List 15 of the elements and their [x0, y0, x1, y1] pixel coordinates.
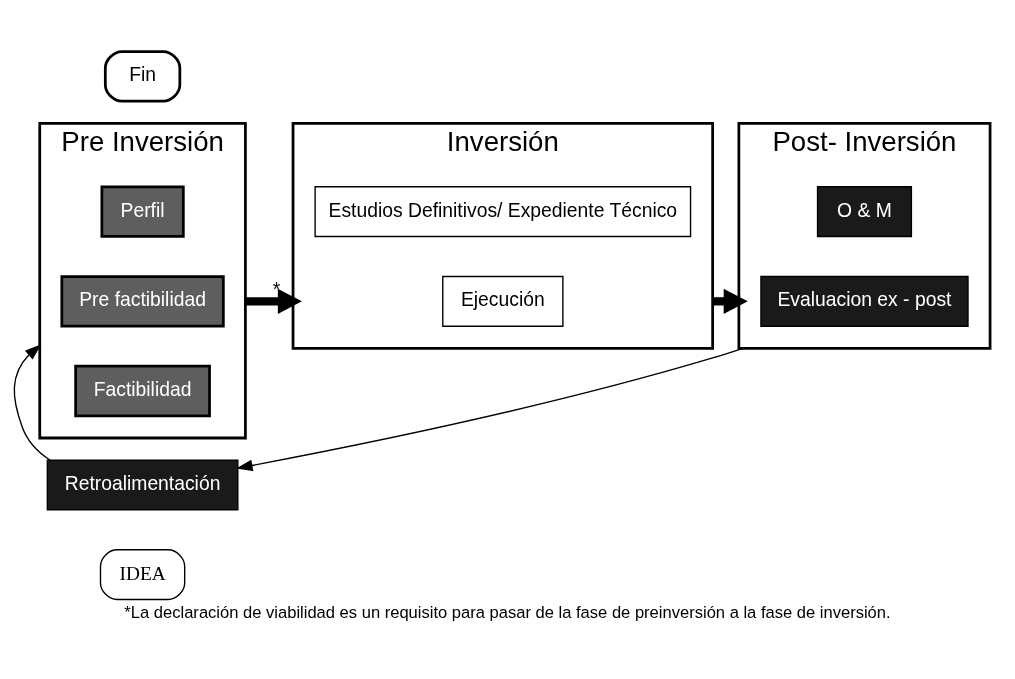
- arrow: [13, 343, 51, 461]
- arrow: [236, 347, 744, 471]
- node-box: Retroalimentación: [46, 458, 239, 510]
- node-box: Pre factibilidad: [60, 274, 225, 328]
- caption: *La declaración de viabilidad es un requisito para pasar de la fase de preinversión a la fase de inversión.: [124, 602, 891, 622]
- node-box: Factibilidad: [74, 364, 211, 417]
- node-box: Evaluacion ex - post: [760, 275, 969, 327]
- node-box: O & M: [816, 185, 913, 237]
- node-box: Estudios Definitivos/ Expediente Técnico: [314, 185, 692, 237]
- edge-label: *: [272, 278, 281, 300]
- arrow: [245, 288, 302, 314]
- node-box: IDEA: [99, 548, 186, 600]
- node-box: Fin: [103, 49, 182, 103]
- node-box: Ejecución: [442, 275, 564, 327]
- node-box: Perfil: [100, 184, 185, 238]
